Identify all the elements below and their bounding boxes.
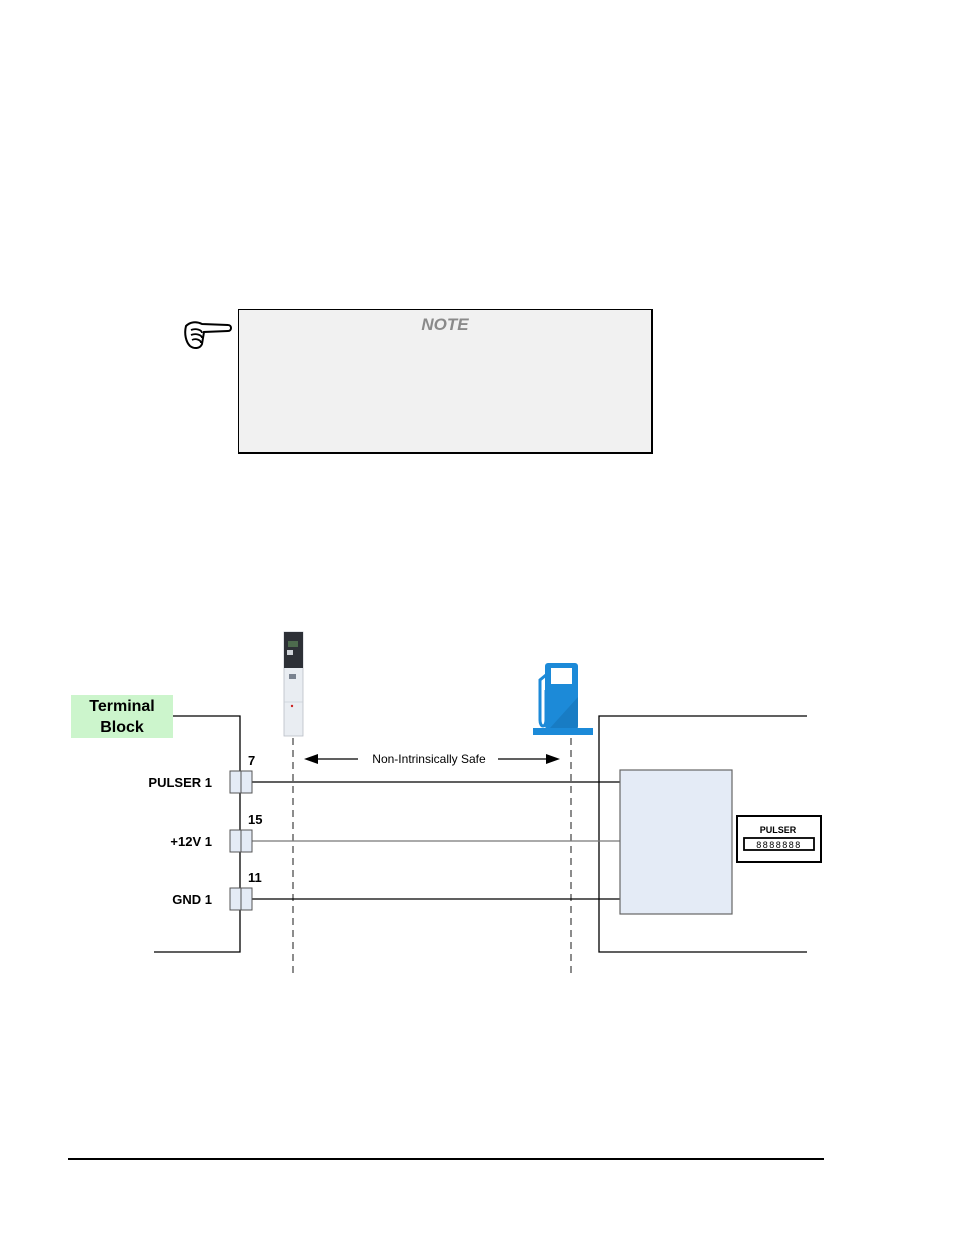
terminal-number: 11 xyxy=(248,870,262,885)
field-enclosure-outline xyxy=(598,715,807,953)
pulser-display-digits: 8888888 xyxy=(756,840,802,850)
signal-name: PULSER 1 xyxy=(148,775,212,790)
zone-arrowhead-left xyxy=(304,754,318,764)
terminal-half-right xyxy=(240,887,253,911)
pulser-display: PULSER 8888888 xyxy=(736,815,822,863)
zone-arrowhead-right xyxy=(546,754,560,764)
terminal-block-label-bg xyxy=(71,695,173,738)
terminal-number: 15 xyxy=(248,812,262,827)
terminal-half-left xyxy=(229,887,242,911)
terminal-half-left xyxy=(229,829,242,853)
fuel-pump-icon xyxy=(533,663,593,735)
terminal-half-right xyxy=(240,770,253,794)
terminal-number: 7 xyxy=(248,753,255,768)
pulser-device-box xyxy=(619,769,733,915)
pulser-display-title: PULSER xyxy=(760,825,797,835)
footer-rule xyxy=(68,1158,824,1160)
pointing-hand-icon xyxy=(182,316,234,352)
terminal-block-label-line1: Terminal xyxy=(89,698,155,715)
signal-name: +12V 1 xyxy=(170,834,212,849)
connection-row: GND 111GND xyxy=(172,870,657,911)
pulser-display-screen xyxy=(743,837,815,851)
zone-label: Non-Intrinsically Safe xyxy=(372,752,486,766)
signal-name: GND 1 xyxy=(172,892,212,907)
connection-row: +12V 115+12V xyxy=(170,812,660,853)
terminal-half-right xyxy=(240,829,253,853)
note-title: NOTE xyxy=(421,315,469,334)
terminal-block-label-line2: Block xyxy=(100,719,144,736)
controller-unit-icon xyxy=(283,631,304,737)
note-box: NOTE xyxy=(238,309,653,454)
terminal-half-left xyxy=(229,770,242,794)
